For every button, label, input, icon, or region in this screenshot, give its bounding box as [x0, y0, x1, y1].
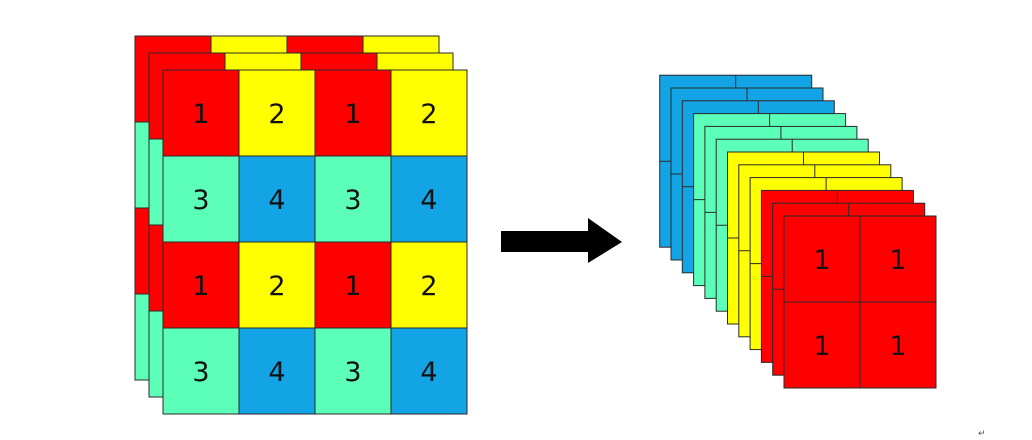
- input-cell-2: [390, 69, 468, 157]
- corner-mark: ↵: [978, 429, 986, 439]
- input-cell-label: 3: [344, 357, 361, 388]
- input-cell-label: 2: [268, 271, 285, 302]
- input-front-layer: 1 2 1 2 3 4 3 4 1 2 1 2 3 4 3 4: [162, 69, 468, 415]
- input-cell-label: 1: [192, 99, 209, 130]
- input-tensor: 1 2 1 2 3 4 3 4 1 2 1 2 3 4 3 4: [134, 35, 468, 415]
- input-cell-label: 1: [344, 271, 361, 302]
- input-cell-label: 3: [192, 357, 209, 388]
- input-cell-label: 4: [268, 185, 285, 216]
- input-cell-3: [162, 327, 240, 415]
- input-cell-1: [314, 241, 392, 329]
- input-cell-4: [238, 155, 316, 243]
- input-cell-label: 2: [268, 99, 285, 130]
- input-cell-3: [162, 155, 240, 243]
- input-cell-label: 4: [420, 185, 437, 216]
- input-cell-label: 2: [420, 99, 437, 130]
- input-cell-label: 3: [192, 185, 209, 216]
- right-arrow-icon: [501, 218, 622, 263]
- input-cell-4: [390, 155, 468, 243]
- input-cell-label: 1: [344, 99, 361, 130]
- output-cell-label: 1: [889, 331, 906, 362]
- input-cell-label: 4: [268, 357, 285, 388]
- input-cell-label: 4: [420, 357, 437, 388]
- output-front-slice: 1 1 1 1: [783, 215, 937, 389]
- input-cell-label: 2: [420, 271, 437, 302]
- input-cell-1: [314, 69, 392, 157]
- input-cell-label: 1: [192, 271, 209, 302]
- arrow-shape: [501, 218, 622, 263]
- output-cell-label: 1: [813, 245, 830, 276]
- input-cell-label: 3: [344, 185, 361, 216]
- output-cell-label: 1: [813, 331, 830, 362]
- input-cell-4: [390, 327, 468, 415]
- output-cell-label: 1: [889, 245, 906, 276]
- input-cell-3: [314, 155, 392, 243]
- input-cell-4: [238, 327, 316, 415]
- output-tensor: 1 1 1 1: [659, 74, 937, 389]
- input-cell-2: [390, 241, 468, 329]
- input-cell-3: [314, 327, 392, 415]
- input-cell-2: [238, 241, 316, 329]
